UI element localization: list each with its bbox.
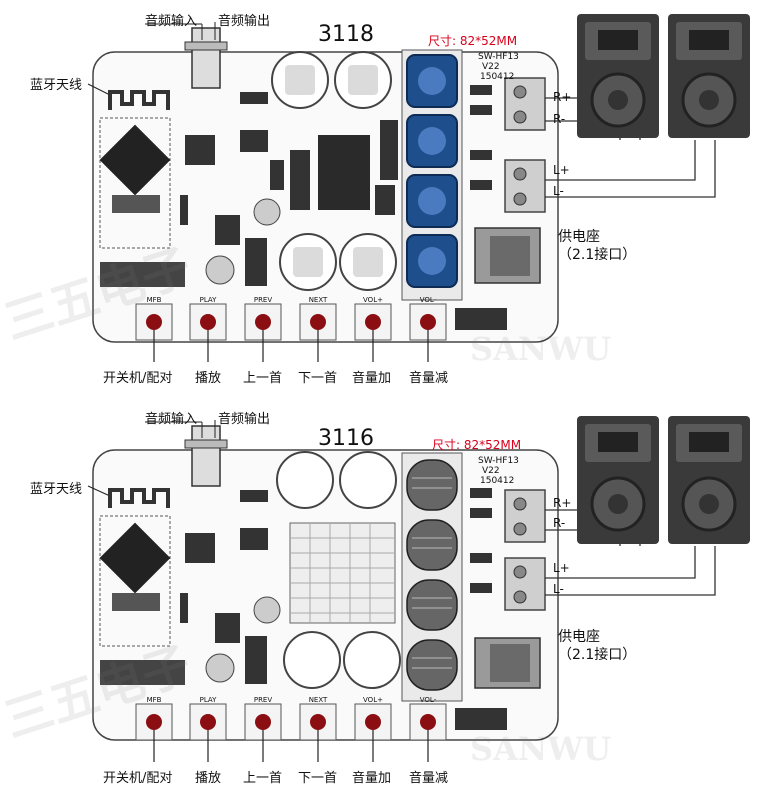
audio-out-label: 音频输出 — [218, 412, 271, 427]
button-label-vol-up: VOL+ — [363, 696, 383, 704]
model-number: 3116 — [318, 426, 374, 451]
function-play: 播放 — [195, 771, 222, 786]
button-label-prev: PREV — [253, 696, 273, 704]
terminal-label-r-plus: R+ — [553, 90, 572, 104]
function-vol-down: 音量减 — [409, 771, 449, 786]
function-power-pair: 开关机/配对 — [103, 771, 173, 786]
terminal-label-l-minus: L- — [553, 582, 564, 596]
model-number: 3118 — [318, 22, 374, 47]
button-label-mfb: MFB — [146, 296, 162, 304]
audio-out-label: 音频输出 — [218, 14, 271, 29]
terminal-label-l-minus: L- — [553, 184, 564, 198]
button-label-play: PLAY — [199, 696, 217, 704]
button-label-mfb: MFB — [146, 696, 162, 704]
function-vol-up: 音量加 — [352, 371, 392, 386]
audio-in-label: 音频输入 — [145, 14, 198, 29]
button-label-next: NEXT — [308, 296, 328, 304]
power-jack-title: 供电座 — [558, 229, 600, 245]
function-next: 下一首 — [298, 771, 338, 786]
board-3116-drawing — [87, 416, 750, 762]
board-panel-3116: 音频输入 音频输出 蓝牙天线 3116 尺寸: 82*52MM SW-HF13 … — [0, 398, 771, 794]
button-label-vol-down: VOL- — [419, 696, 437, 704]
power-jack-subtitle: （2.1接口） — [558, 647, 637, 663]
power-jack-label: 供电座 （2.1接口） — [558, 228, 636, 264]
function-play: 播放 — [195, 371, 222, 386]
power-jack-label: 供电座 （2.1接口） — [558, 628, 636, 664]
function-prev: 上一首 — [243, 371, 283, 386]
button-label-play: PLAY — [199, 296, 217, 304]
board-panel-3118: 音频输入 音频输出 蓝牙天线 3118 尺寸: 82*52MM SW-HF13 … — [0, 0, 771, 396]
terminal-label-r-minus: R- — [553, 112, 566, 126]
version-line: 150412 — [480, 72, 515, 82]
button-label-vol-down: VOL- — [419, 296, 437, 304]
button-label-prev: PREV — [253, 296, 273, 304]
audio-in-label: 音频输入 — [145, 412, 198, 427]
version-line: SW-HF13 — [478, 456, 519, 466]
version-line: 150412 — [480, 476, 515, 486]
terminal-label-l-plus: L+ — [553, 163, 570, 177]
function-next: 下一首 — [298, 371, 338, 386]
version-line: SW-HF13 — [478, 52, 519, 62]
board-size-label: 尺寸: 82*52MM — [432, 438, 522, 452]
board-3118-drawing — [87, 14, 750, 362]
power-jack-subtitle: （2.1接口） — [558, 247, 637, 263]
board-size-label: 尺寸: 82*52MM — [428, 34, 518, 48]
antenna-label: 蓝牙天线 — [30, 78, 83, 93]
button-label-next: NEXT — [308, 696, 328, 704]
button-label-vol-up: VOL+ — [363, 296, 383, 304]
version-line: V22 — [482, 466, 500, 476]
power-jack-title: 供电座 — [558, 629, 600, 645]
function-vol-up: 音量加 — [352, 771, 392, 786]
terminal-label-r-plus: R+ — [553, 496, 572, 510]
function-vol-down: 音量减 — [409, 371, 449, 386]
function-prev: 上一首 — [243, 771, 283, 786]
antenna-label: 蓝牙天线 — [30, 482, 83, 497]
terminal-label-r-minus: R- — [553, 516, 566, 530]
terminal-label-l-plus: L+ — [553, 561, 570, 575]
version-line: V22 — [482, 62, 500, 72]
function-power-pair: 开关机/配对 — [103, 371, 173, 386]
